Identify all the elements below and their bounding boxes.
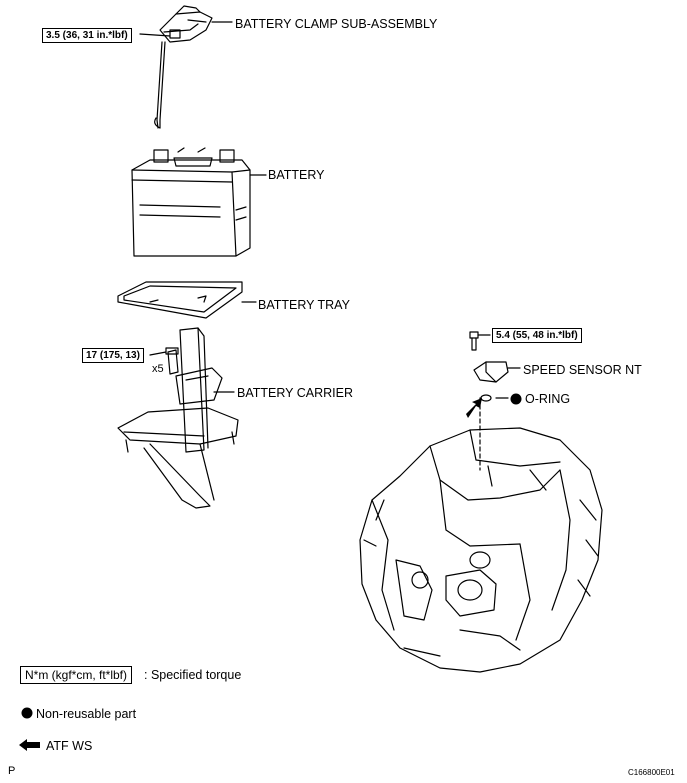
legend-nonreusable: Non-reusable part [36, 707, 137, 721]
label-battery: BATTERY [268, 168, 325, 182]
figure-code: C166800E01 [628, 768, 675, 777]
torque-sensor: 5.4 (55, 48 in.*lbf) [492, 328, 582, 343]
oring-arrow [466, 398, 482, 418]
legend-arrow-icon [19, 739, 40, 751]
legend-torque-box: N*m (kgf*cm, ft*lbf) [20, 666, 133, 684]
legend-torque-desc: : Specified torque [144, 668, 242, 682]
battery-clamp-drawing [139, 5, 233, 129]
page-mark: P [8, 765, 16, 777]
battery-tray-drawing [117, 281, 257, 319]
label-battery-clamp: BATTERY CLAMP SUB-ASSEMBLY [235, 17, 438, 31]
torque-carrier: 17 (175, 13) [82, 348, 144, 363]
legend-dot-icon [21, 707, 33, 719]
nonreusable-dot [510, 393, 522, 405]
label-battery-tray: BATTERY TRAY [258, 298, 350, 312]
torque-clamp: 3.5 (36, 31 in.*lbf) [42, 28, 132, 43]
label-oring: O-RING [525, 392, 571, 406]
battery-drawing [131, 147, 267, 257]
carrier-bolt-count: x5 [152, 363, 164, 375]
transaxle-drawing [359, 427, 603, 673]
legend-atf: ATF WS [46, 739, 93, 753]
label-battery-carrier: BATTERY CARRIER [237, 386, 353, 400]
speed-sensor-drawing [469, 331, 521, 471]
label-speed-sensor: SPEED SENSOR NT [523, 363, 642, 377]
battery-carrier-drawing [117, 327, 239, 509]
